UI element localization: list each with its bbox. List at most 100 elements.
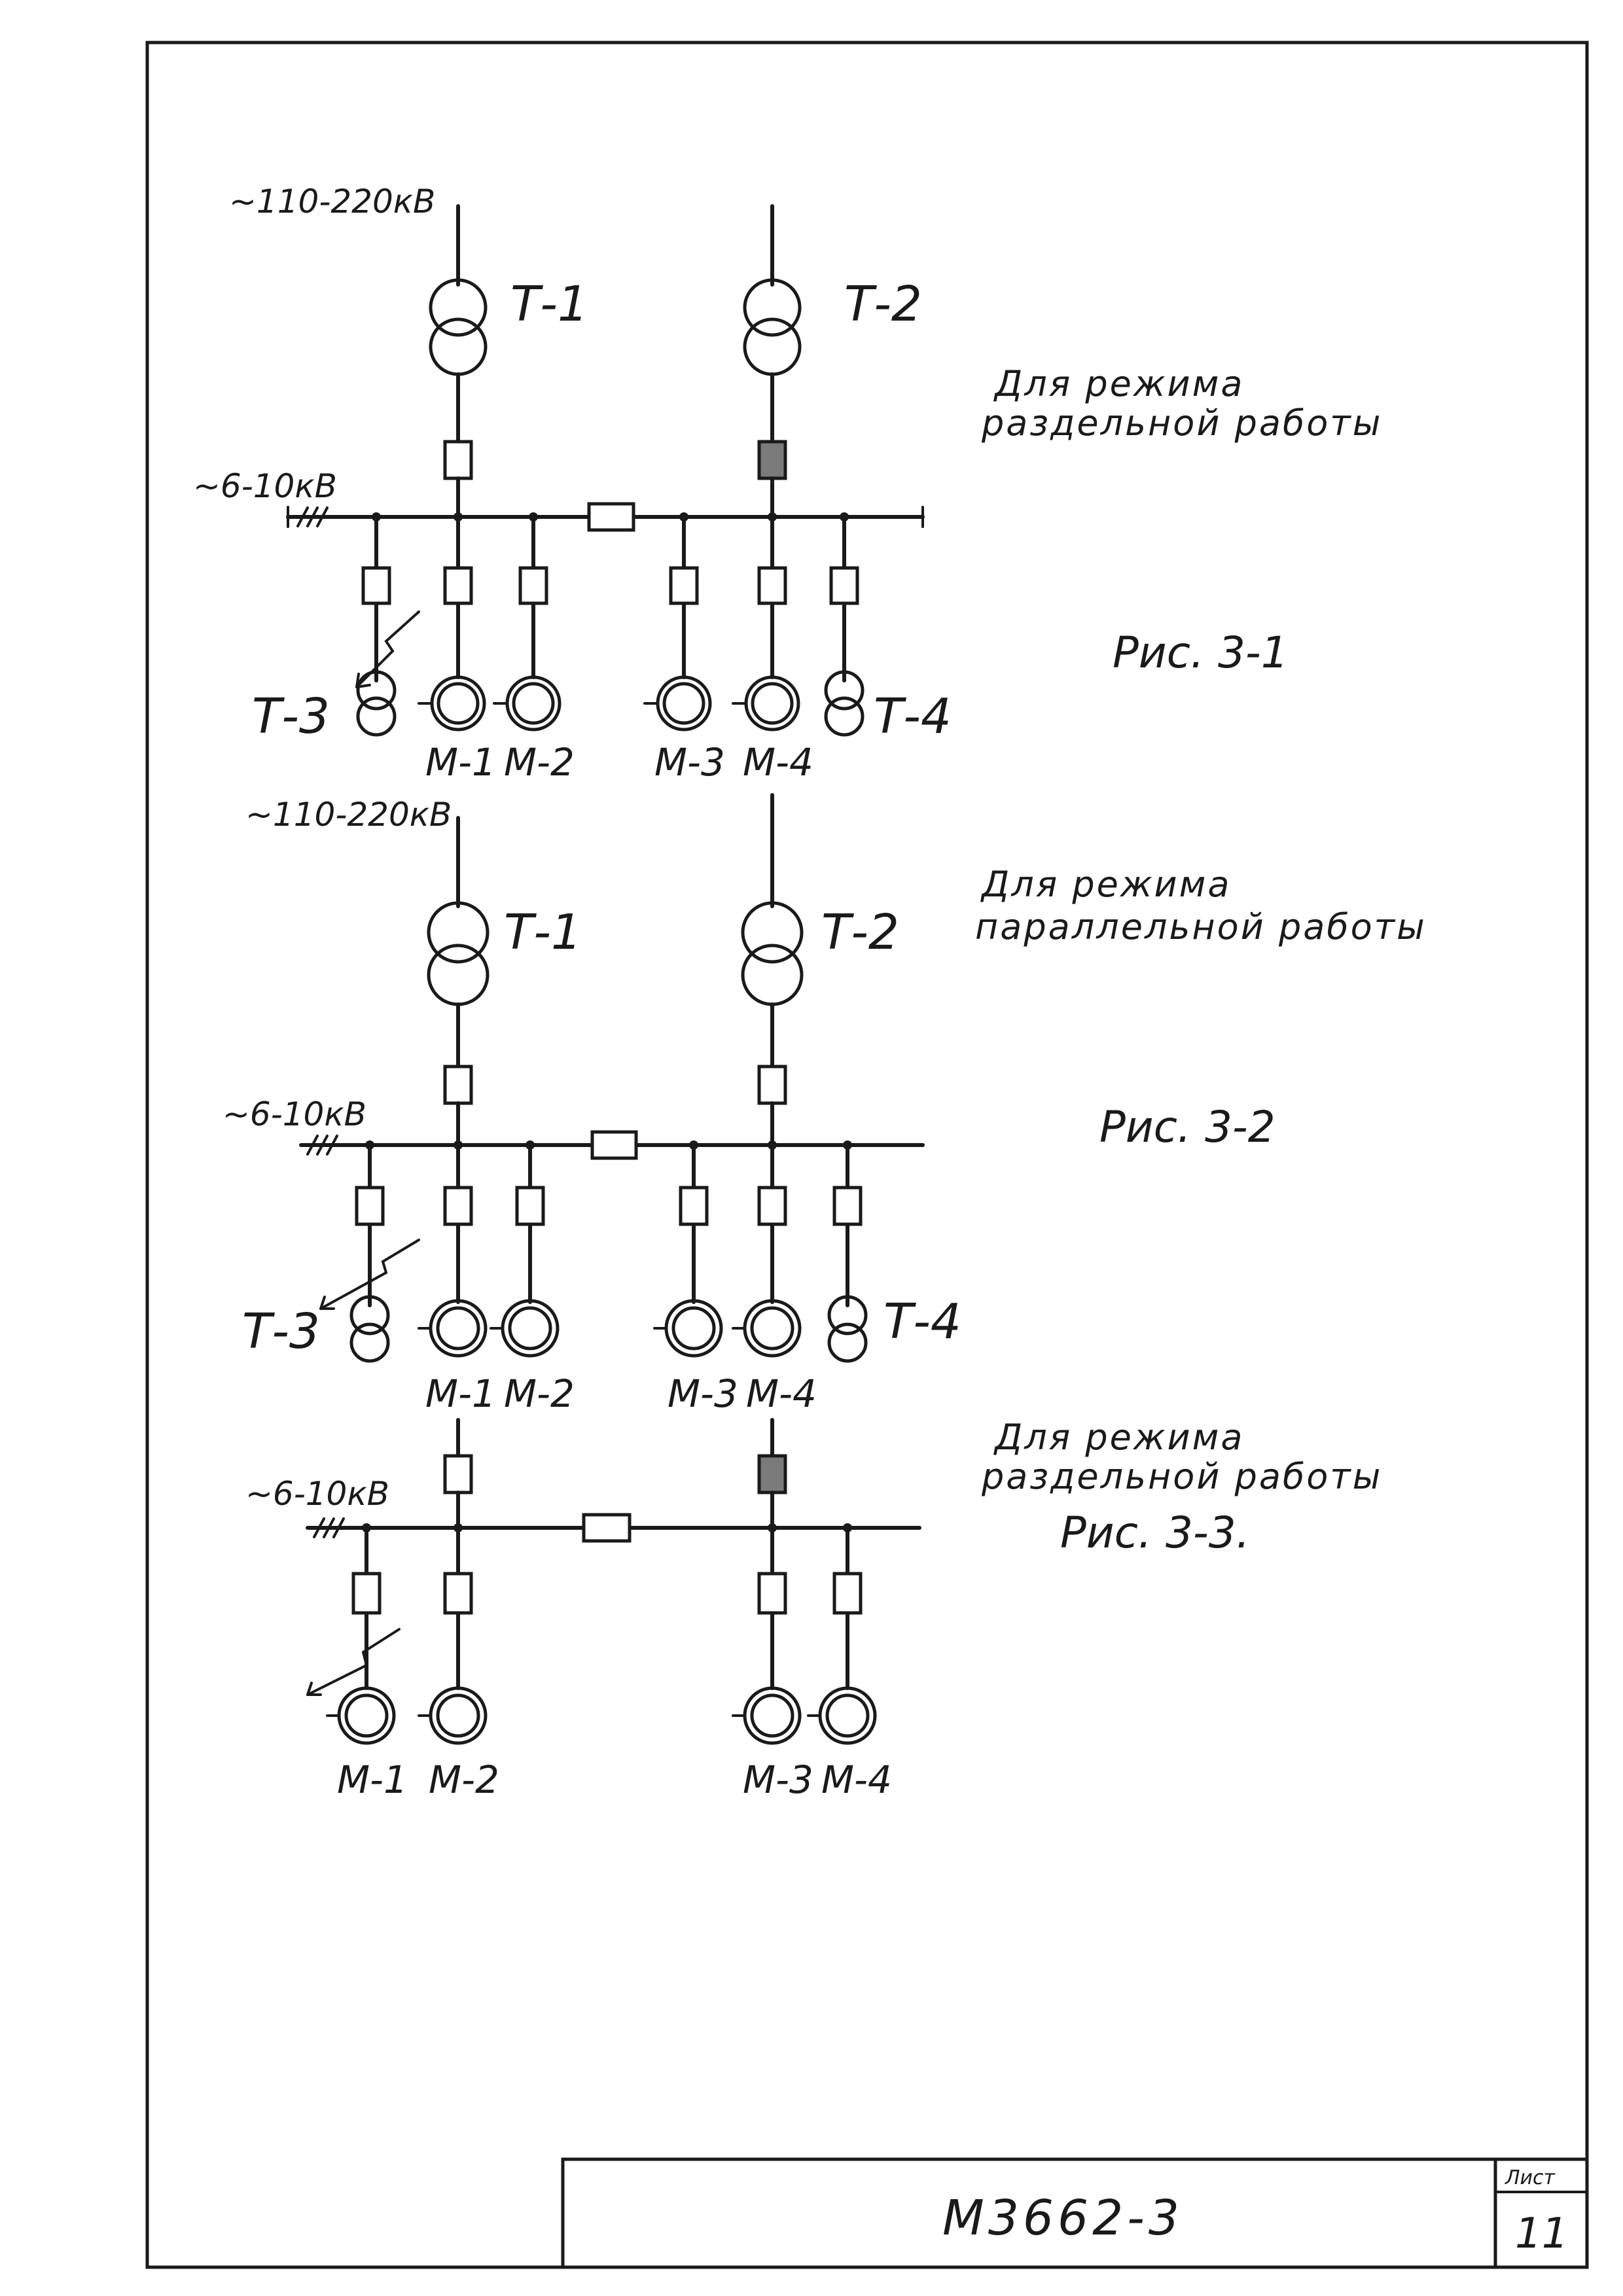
fig1-m2-label: М-2	[504, 740, 575, 785]
fig1-m1-motor-inner	[437, 682, 480, 725]
fig2-t1-coil-upper	[427, 901, 490, 964]
fig3-m3-label: М-3	[743, 1757, 813, 1802]
fig1-fault-arrow	[355, 610, 420, 688]
fig1-breaker-m3	[669, 566, 699, 605]
fig1-t1-coil-upper	[429, 278, 488, 337]
fig-3-1: ~110-220кВ Т-1 Т-2 ~6-10кВ	[193, 183, 1382, 785]
fig2-t4-coil-upper	[827, 1295, 868, 1335]
fig1-t4-coil-upper	[824, 670, 865, 711]
fig2-breaker-m1	[443, 1186, 473, 1226]
fig2-lv-label: ~6-10кВ	[223, 1095, 366, 1133]
fig1-bus-hatch	[296, 506, 329, 527]
fig2-t3-label: Т-3	[242, 1303, 320, 1360]
fig3-lv-label: ~6-10кВ	[245, 1475, 389, 1513]
fig2-t2-coil-lower	[741, 944, 804, 1006]
fig3-breaker-m2	[443, 1572, 473, 1615]
fig1-breaker-m1	[443, 566, 473, 605]
fig2-bus-hatch	[306, 1135, 338, 1156]
fig1-lv-label: ~6-10кВ	[193, 467, 337, 505]
fig1-m4-label: М-4	[743, 740, 813, 785]
fig2-m2-motor-inner	[508, 1306, 552, 1351]
fig-3-3: ~6-10кВ М-1 М-2 М-3 М-4 Д	[245, 1417, 1382, 1802]
fig2-breaker-t3	[355, 1186, 385, 1226]
fig1-t2-coil-lower	[743, 317, 802, 376]
document-code: М3662-3	[942, 2190, 1183, 2246]
fig1-t4-coil-lower	[824, 696, 865, 737]
fig1-t2-label: Т-2	[844, 276, 922, 332]
fig1-m2-motor-inner	[512, 682, 555, 725]
fig3-breaker-m1	[351, 1572, 382, 1615]
fig3-caption: Рис. 3-3.	[1060, 1508, 1250, 1558]
title-block: М3662-3 Лист 11	[561, 2157, 1589, 2269]
fig3-fault-arrow	[306, 1628, 401, 1696]
fig2-t2-coil-upper	[741, 901, 804, 964]
fig2-fault-arrow	[319, 1239, 420, 1310]
fig1-t2-coil-upper	[743, 278, 802, 337]
fig1-hv-label: ~110-220кВ	[229, 183, 435, 221]
fig1-m4-motor-inner	[751, 682, 794, 725]
fig2-t1-breaker	[443, 1065, 473, 1105]
fig2-fault-arrowhead	[319, 1296, 335, 1310]
fig2-breaker-m2	[515, 1186, 545, 1226]
fig3-breaker-m3	[757, 1572, 787, 1615]
fig3-bus-hatch	[313, 1517, 345, 1538]
fig1-breaker-m4	[757, 566, 787, 605]
fig3-fault-arrowhead	[306, 1682, 322, 1696]
fig3-mode-line2: раздельной работы	[981, 1456, 1382, 1497]
fig2-m4-motor-inner	[750, 1306, 794, 1351]
fig3-m1-motor-inner	[344, 1693, 389, 1738]
fig2-mode-line1: Для режима	[980, 864, 1231, 905]
fig1-t3-coil-upper	[356, 670, 397, 711]
fig1-m1-label: М-1	[425, 740, 496, 785]
fig2-t3-coil-lower	[349, 1322, 390, 1363]
fig2-m1-motor-inner	[436, 1306, 480, 1351]
fig3-right-incomer-breaker-closed	[757, 1454, 787, 1494]
fig2-t4-label: Т-4	[883, 1294, 961, 1350]
fig1-t4-label: Т-4	[874, 688, 952, 745]
fig3-m4-motor-inner	[825, 1693, 870, 1738]
fig1-m3-label: М-3	[654, 740, 725, 785]
fig3-bus-section-breaker	[582, 1513, 632, 1543]
fig3-left-incomer-breaker	[443, 1454, 473, 1494]
fig1-caption: Рис. 3-1	[1113, 627, 1289, 678]
fig2-caption: Рис. 3-2	[1099, 1102, 1275, 1152]
sheet-label: Лист	[1505, 2166, 1556, 2189]
fig2-t2-breaker	[757, 1065, 787, 1105]
fig3-mode-line1: Для режима	[993, 1417, 1244, 1458]
fig1-breaker-t3	[361, 566, 391, 605]
fig3-breaker-m4	[832, 1572, 863, 1615]
fig3-m3-motor-inner	[750, 1693, 794, 1738]
fig1-t1-label: Т-1	[510, 276, 588, 332]
fig1-mode-line1: Для режима	[993, 363, 1244, 404]
fig2-breaker-t4	[832, 1186, 863, 1226]
fig2-mode-line2: параллельной работы	[975, 906, 1427, 947]
fig3-m2-label: М-2	[429, 1757, 499, 1802]
fig1-bus-section-breaker	[587, 502, 635, 532]
drawing-frame	[145, 41, 1589, 2269]
fig1-t3-label: Т-3	[252, 688, 330, 745]
fig1-breaker-t4	[829, 566, 859, 605]
fig3-m4-label: М-4	[821, 1757, 892, 1802]
fig2-t2-label: Т-2	[821, 904, 899, 961]
fig3-m1-label: М-1	[337, 1757, 408, 1802]
fig2-t1-coil-lower	[427, 944, 490, 1006]
fig2-m4-label: М-4	[746, 1371, 817, 1416]
fig1-t1-breaker	[443, 440, 473, 480]
fig1-t2-breaker-closed	[757, 440, 787, 480]
fig2-breaker-m3	[679, 1186, 709, 1226]
sheet-number: 11	[1515, 2210, 1568, 2258]
fig3-m2-motor-inner	[436, 1693, 480, 1738]
title-block-frame	[561, 2157, 1589, 2269]
fig2-breaker-m4	[757, 1186, 787, 1226]
fig2-hv-label: ~110-220кВ	[245, 796, 452, 834]
fig2-t1-label: Т-1	[504, 904, 582, 961]
fig-3-2: ~110-220кВ Т-1 Т-2 ~6-10кВ	[223, 793, 1427, 1416]
fig2-m1-label: М-1	[425, 1371, 496, 1416]
fig2-bus-section-breaker	[590, 1130, 638, 1160]
fig2-t3-coil-upper	[349, 1295, 390, 1335]
fig1-mode-line2: раздельной работы	[981, 402, 1382, 444]
fig1-t1-coil-lower	[429, 317, 488, 376]
fig2-m2-label: М-2	[504, 1371, 575, 1416]
fig2-m3-motor-inner	[671, 1306, 716, 1351]
